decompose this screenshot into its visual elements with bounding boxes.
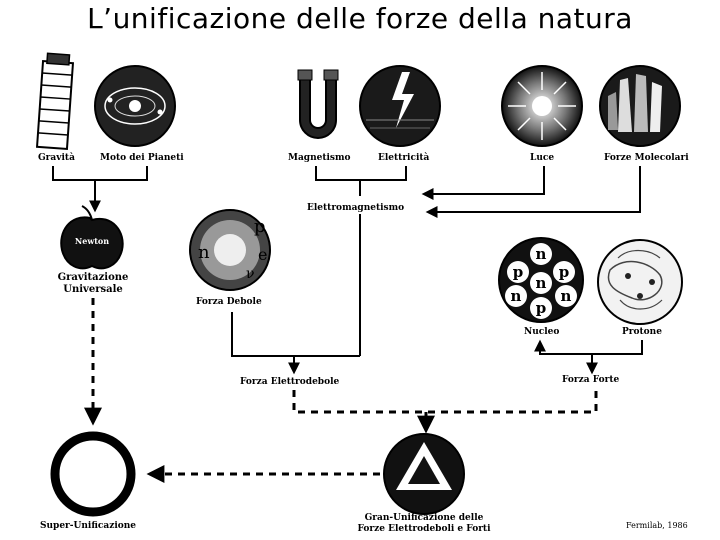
nucleus-n-2: n [536, 274, 547, 292]
dashed-connectors [84, 298, 598, 483]
label-gravitazione-1: Gravitazione [58, 272, 129, 283]
nucleus-p-3: p [536, 299, 547, 317]
connector-light [421, 166, 545, 200]
nucleus-n-1: n [536, 245, 547, 263]
label-newton: Newton [75, 236, 109, 246]
connector-em-pair [315, 166, 407, 196]
grand-unification-icon [383, 433, 465, 515]
nucleus-p-2: p [559, 263, 570, 281]
nucleus-n-4: n [561, 287, 572, 305]
particle-e: e [258, 245, 267, 264]
magnet-icon [297, 69, 339, 139]
label-gravitazione-2: Universale [63, 284, 123, 295]
lightning-icon [359, 65, 441, 147]
planets-icon [94, 65, 176, 147]
credit-text: Fermilab, 1986 [626, 521, 688, 530]
connector-molecular [425, 166, 641, 218]
label-forza-forte: Forza Forte [562, 375, 620, 385]
light-icon [501, 65, 583, 147]
label-super-unificazione: Super-Unificazione [40, 521, 136, 531]
label-elettromagnetismo: Elettromagnetismo [307, 203, 404, 213]
proton-icon [597, 239, 683, 325]
nucleus-p-1: p [513, 263, 524, 281]
label-magnetismo: Magnetismo [288, 153, 351, 163]
label-protone: Protone [622, 327, 662, 337]
label-forza-debole: Forza Debole [196, 297, 262, 307]
label-moto-pianeti: Moto dei Pianeti [100, 153, 184, 163]
nucleus-icon [498, 237, 584, 323]
connector-electroweak [231, 214, 361, 375]
label-nucleo: Nucleo [524, 327, 559, 337]
connector-gravity [52, 166, 148, 213]
weak-decay-icon [189, 209, 271, 291]
apple-icon [60, 205, 124, 270]
page-title: L’unificazione delle forze della natura [87, 2, 633, 35]
label-forza-elettrodebole: Forza Elettrodebole [240, 377, 340, 387]
crystals-icon [599, 65, 681, 147]
super-unification-ring [50, 431, 136, 517]
label-gran-unificazione-2: Forze Elettrodeboli e Forti [357, 524, 491, 534]
label-gravita: Gravità [38, 152, 75, 163]
particle-p: p [254, 216, 266, 237]
connector-strong [534, 339, 643, 375]
label-forze-molecolari: Forze Molecolari [604, 153, 689, 163]
nucleus-n-3: n [511, 287, 522, 305]
particle-nu: ν [246, 266, 255, 282]
label-luce: Luce [530, 153, 554, 163]
label-elettricita: Elettricità [378, 152, 430, 163]
pisa-tower-icon [35, 52, 75, 151]
particle-n: n [198, 242, 210, 263]
label-gran-unificazione-1: Gran-Unificazione delle [365, 513, 484, 523]
